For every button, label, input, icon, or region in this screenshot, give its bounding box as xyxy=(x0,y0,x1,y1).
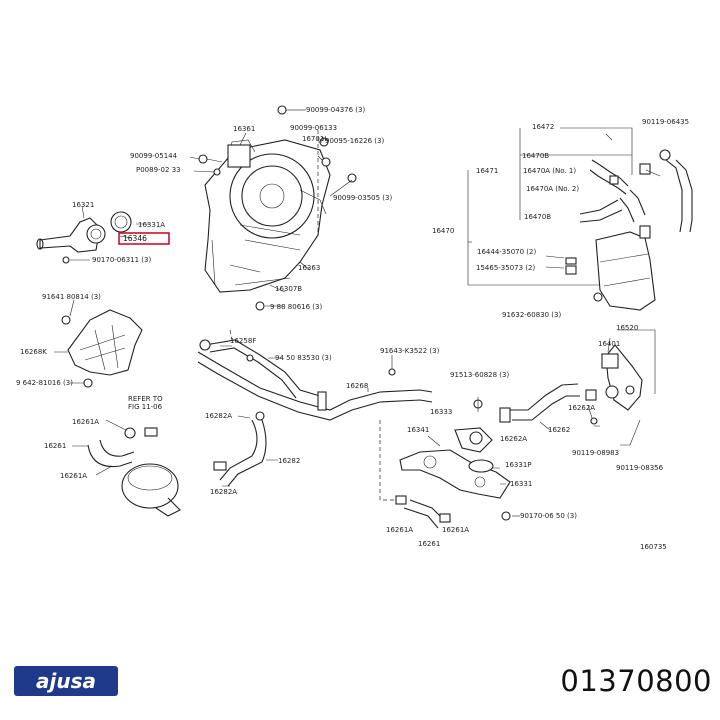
hose-16262 xyxy=(499,383,593,431)
label-16333: 16333 xyxy=(430,408,452,416)
label-16258f: 16258F xyxy=(230,337,256,345)
leaders-fan xyxy=(189,109,353,307)
water-outlet-assembly xyxy=(36,205,150,264)
label-16262a-right: 16262A xyxy=(568,404,595,412)
label-90170-06150: 90170-06 50 (3) xyxy=(520,512,577,520)
reservoir-tank-16470 xyxy=(593,225,656,311)
label-16470a-no1: 16470A (No. 1) xyxy=(523,167,576,175)
label-91641: 91641 80814 (3) xyxy=(42,293,101,301)
hose-16282 xyxy=(213,411,278,487)
label-9-88-80616: 9 88 80616 (3) xyxy=(270,303,322,311)
label-16363: 16363 xyxy=(298,264,320,272)
label-90099-04376: 90099-04376 (3) xyxy=(306,106,365,114)
hoses-16470 xyxy=(545,133,693,275)
label-90119-08356: 90119-08356 xyxy=(616,464,664,472)
label-91643-k3522: 91643-K3522 (3) xyxy=(380,347,440,355)
label-90099-05144: 90099-05144 xyxy=(130,152,178,160)
ajusa-logo-text: ajusa xyxy=(36,669,96,693)
label-16346: 16346 xyxy=(123,234,147,243)
label-16261a-pump-left: 16261A xyxy=(386,526,413,534)
label-16262: 16262 xyxy=(548,426,570,434)
label-16261a-pump-right: 16261A xyxy=(442,526,469,534)
label-16470: 16470 xyxy=(432,227,454,235)
label-16401: 16401 xyxy=(598,340,620,348)
label-90170-06311: 90170-06311 (3) xyxy=(92,256,151,264)
label-16341: 16341 xyxy=(407,426,429,434)
highlight-16346 xyxy=(118,232,170,245)
reservoir-small xyxy=(121,463,181,517)
label-16470b-bottom: 16470B xyxy=(524,213,551,221)
ajusa-logo: ajusa xyxy=(14,666,118,696)
label-91632-60830: 91632-60830 (3) xyxy=(502,311,561,319)
label-16261a-top: 16261A xyxy=(72,418,99,426)
label-90095-16226: 90095-16226 (3) xyxy=(325,137,384,145)
label-90099-03505: 90099-03505 (3) xyxy=(333,194,392,202)
label-16520: 16520 xyxy=(616,324,638,332)
label-90119-06435: 90119-06435 xyxy=(642,118,689,126)
reference-lines xyxy=(229,329,396,501)
label-15465-35073: 15465-35073 (2) xyxy=(476,264,535,272)
label-90099-06133: 90099-06133 xyxy=(290,124,337,132)
label-16471: 16471 xyxy=(476,167,498,175)
water-inlet-16341 xyxy=(395,397,520,529)
bracket-16268k xyxy=(54,299,143,388)
label-16307b: 16307B xyxy=(275,285,302,293)
label-16331a: 16331A xyxy=(138,221,165,229)
thermostat-housing-16520 xyxy=(585,329,656,446)
fan-shroud-bolts xyxy=(198,105,357,311)
label-16261a-bottom: 16261A xyxy=(60,472,87,480)
label-16282: 16282 xyxy=(278,457,300,465)
refer-to-line1: REFER TO xyxy=(128,395,163,403)
hose-16261 xyxy=(72,419,158,476)
label-91513-60828: 91513-60828 (3) xyxy=(450,371,509,379)
part-labels: 16361 90099-04376 (3) 90099-06133 90099-… xyxy=(16,106,689,551)
label-16268: 16268 xyxy=(346,382,368,390)
label-16321: 16321 xyxy=(72,201,94,209)
label-16472: 16472 xyxy=(532,123,554,131)
label-16261-pump: 16261 xyxy=(418,540,440,548)
label-16444-35070: 16444-35070 (2) xyxy=(477,248,536,256)
part-number: 01370800 xyxy=(560,664,712,698)
label-94150-83530: 94 50 83530 (3) xyxy=(275,354,332,362)
label-91642: 9 642-81016 (3) xyxy=(16,379,73,387)
label-90089-02-33: P0089-02 33 xyxy=(136,166,181,174)
label-16282a-bottom: 16282A xyxy=(210,488,237,496)
label-16701: 16701I xyxy=(302,135,326,143)
label-16470a-no2: 16470A (No. 2) xyxy=(526,185,579,193)
label-16361: 16361 xyxy=(233,125,255,133)
parts-diagram: 16361 90099-04376 (3) 90099-06133 90099-… xyxy=(16,105,693,551)
coolant-pipe-16268 xyxy=(197,339,433,421)
label-16268k: 16268K xyxy=(20,348,47,356)
label-90119-08983: 90119-08983 xyxy=(572,449,619,457)
diagram-id: 160735 xyxy=(640,543,667,551)
label-16262a-center: 16262A xyxy=(500,435,527,443)
fan-shroud-assembly xyxy=(204,139,331,293)
label-16331p: 16331P xyxy=(505,461,532,469)
label-16470b-top: 16470B xyxy=(522,152,549,160)
overflow-bracket xyxy=(467,127,633,286)
label-16261: 16261 xyxy=(44,442,66,450)
label-16331: 16331 xyxy=(510,480,532,488)
label-16282a-top: 16282A xyxy=(205,412,232,420)
refer-to-line2: FIG 11-06 xyxy=(128,403,163,411)
